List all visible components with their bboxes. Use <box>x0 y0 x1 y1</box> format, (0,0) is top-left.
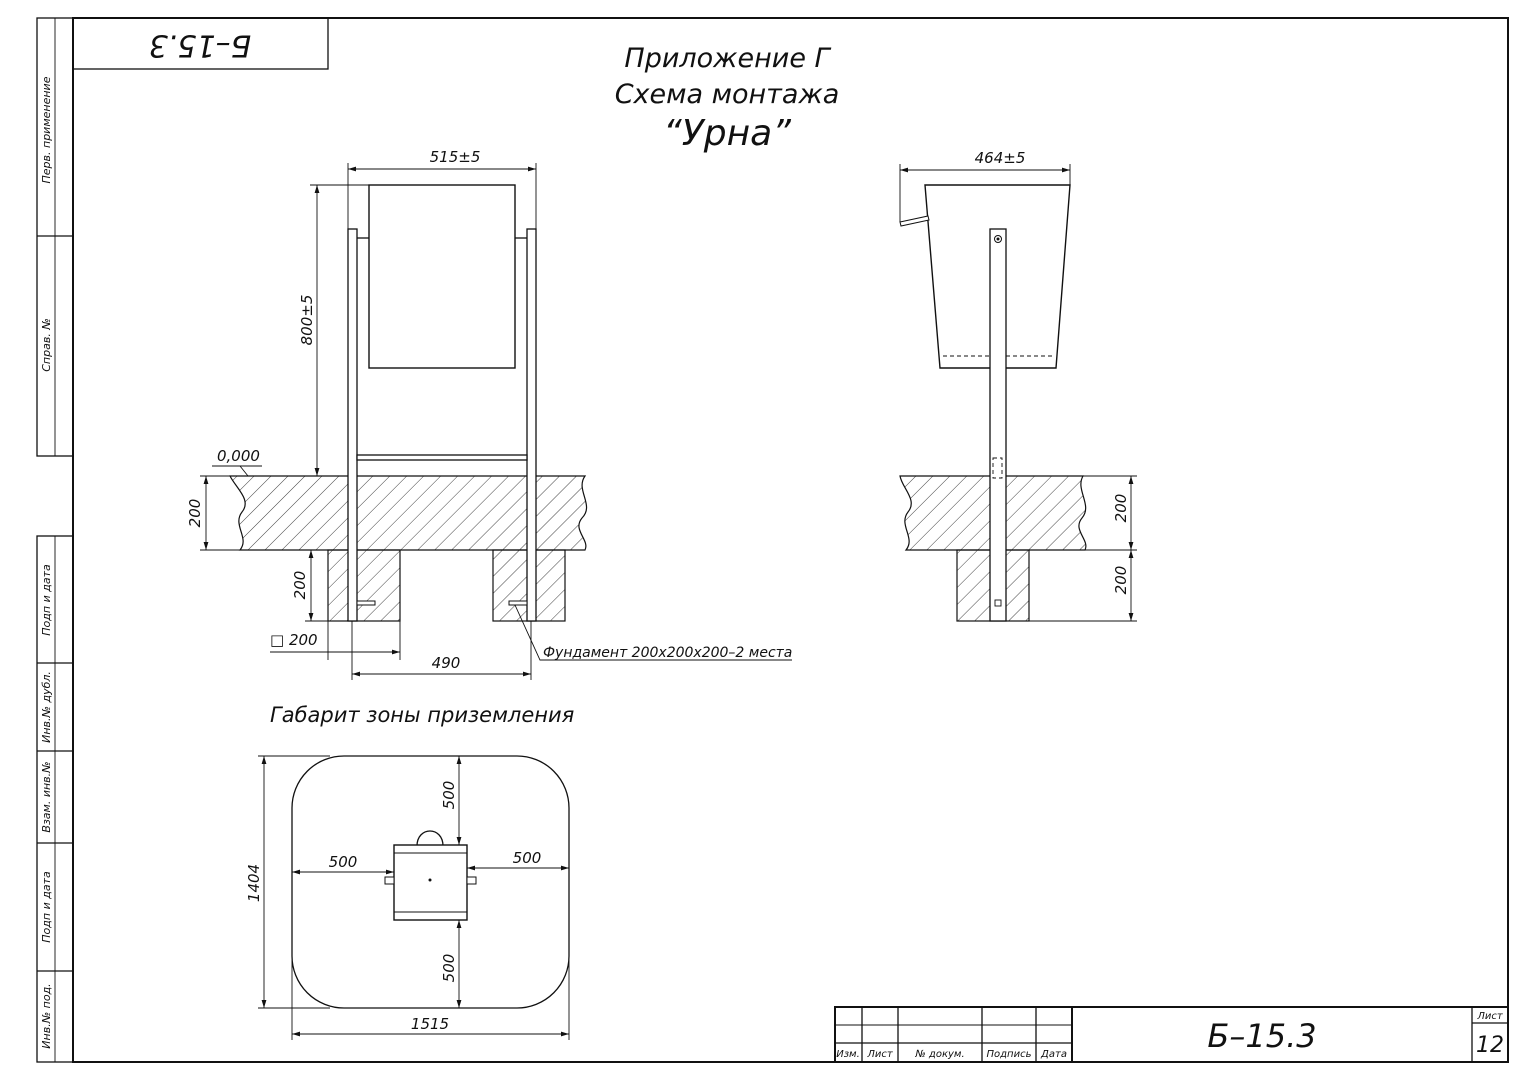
corner-stamp-text: Б–15.3 <box>149 28 251 63</box>
side-view: 464±5 200 200 <box>899 149 1137 622</box>
col-date-label: Дата <box>1040 1049 1067 1060</box>
sign-date-label-2: Подп и дата <box>40 871 53 943</box>
zone-bottom-dim: 500 <box>440 954 458 983</box>
corner-stamp: Б–15.3 <box>72 17 329 70</box>
orig-inv-label: Инв.№ под. <box>40 983 53 1048</box>
col-list-label: Лист <box>866 1049 894 1060</box>
sheet-frame <box>36 17 1509 1063</box>
side-soil-depth: 200 <box>1112 494 1130 523</box>
front-height-dim: 800±5 <box>298 295 316 346</box>
front-width-dim: 515±5 <box>430 148 481 166</box>
front-span-dim: 490 <box>432 654 461 672</box>
foundation-square: □ 200 <box>270 631 318 649</box>
side-foundation-depth: 200 <box>1112 566 1130 595</box>
col-izm-label: Изм. <box>836 1049 860 1060</box>
ref-no-label: Справ. № <box>40 318 53 372</box>
zone-right-dim: 500 <box>513 849 542 867</box>
foundation-left <box>327 549 401 622</box>
front-view: 515±5 800±5 0,000 200 200 □ 200 490 Фунд… <box>186 148 792 680</box>
sheet-label: Лист <box>1476 1011 1504 1022</box>
zone-outline <box>291 755 570 1009</box>
ground-level-mark: 0,000 <box>217 447 260 465</box>
front-foundation-depth: 200 <box>291 571 309 600</box>
crossbar <box>356 454 528 461</box>
sign-date-label-1: Подп и дата <box>40 564 53 636</box>
soil-section <box>229 475 588 551</box>
bin-body-front <box>368 184 516 369</box>
drawing-title: Приложение Г Схема монтажа “Урна” <box>615 43 840 154</box>
repl-inv-label: Взам. инв.№ <box>40 761 53 832</box>
col-doc-label: № докум. <box>914 1049 964 1060</box>
zone-left-dim: 500 <box>329 853 358 871</box>
col-sign-label: Подпись <box>987 1049 1032 1060</box>
title-line-2: Схема монтажа <box>615 79 840 110</box>
bin-top-view <box>393 844 468 921</box>
sheet-number: 12 <box>1476 1033 1504 1058</box>
front-soil-depth: 200 <box>186 499 204 528</box>
landing-zone: Габарит зоны приземления 500 500 500 500… <box>245 703 574 1040</box>
post-right <box>526 228 537 622</box>
designation: Б–15.3 <box>1207 1017 1316 1055</box>
foundation-note: Фундамент 200х200х200–2 места <box>543 645 792 661</box>
title-line-3: “Урна” <box>663 113 791 154</box>
first-use-label: Перв. применение <box>40 76 53 183</box>
zone-height-dim: 1404 <box>245 864 263 902</box>
title-line-1: Приложение Г <box>624 43 831 74</box>
title-block: Изм. Лист № докум. Подпись Дата Лист Б–1… <box>834 1006 1509 1063</box>
post-left <box>347 228 358 622</box>
bin-handle <box>899 215 930 227</box>
side-strip: Перв. применение Справ. № Подп и дата Ин… <box>40 76 53 1048</box>
zone-width-dim: 1515 <box>411 1015 449 1033</box>
dup-inv-label: Инв.№ дубл. <box>40 671 53 743</box>
side-width-dim: 464±5 <box>975 149 1026 167</box>
zone-caption: Габарит зоны приземления <box>270 703 574 727</box>
zone-top-dim: 500 <box>440 781 458 810</box>
side-post <box>989 228 1007 622</box>
